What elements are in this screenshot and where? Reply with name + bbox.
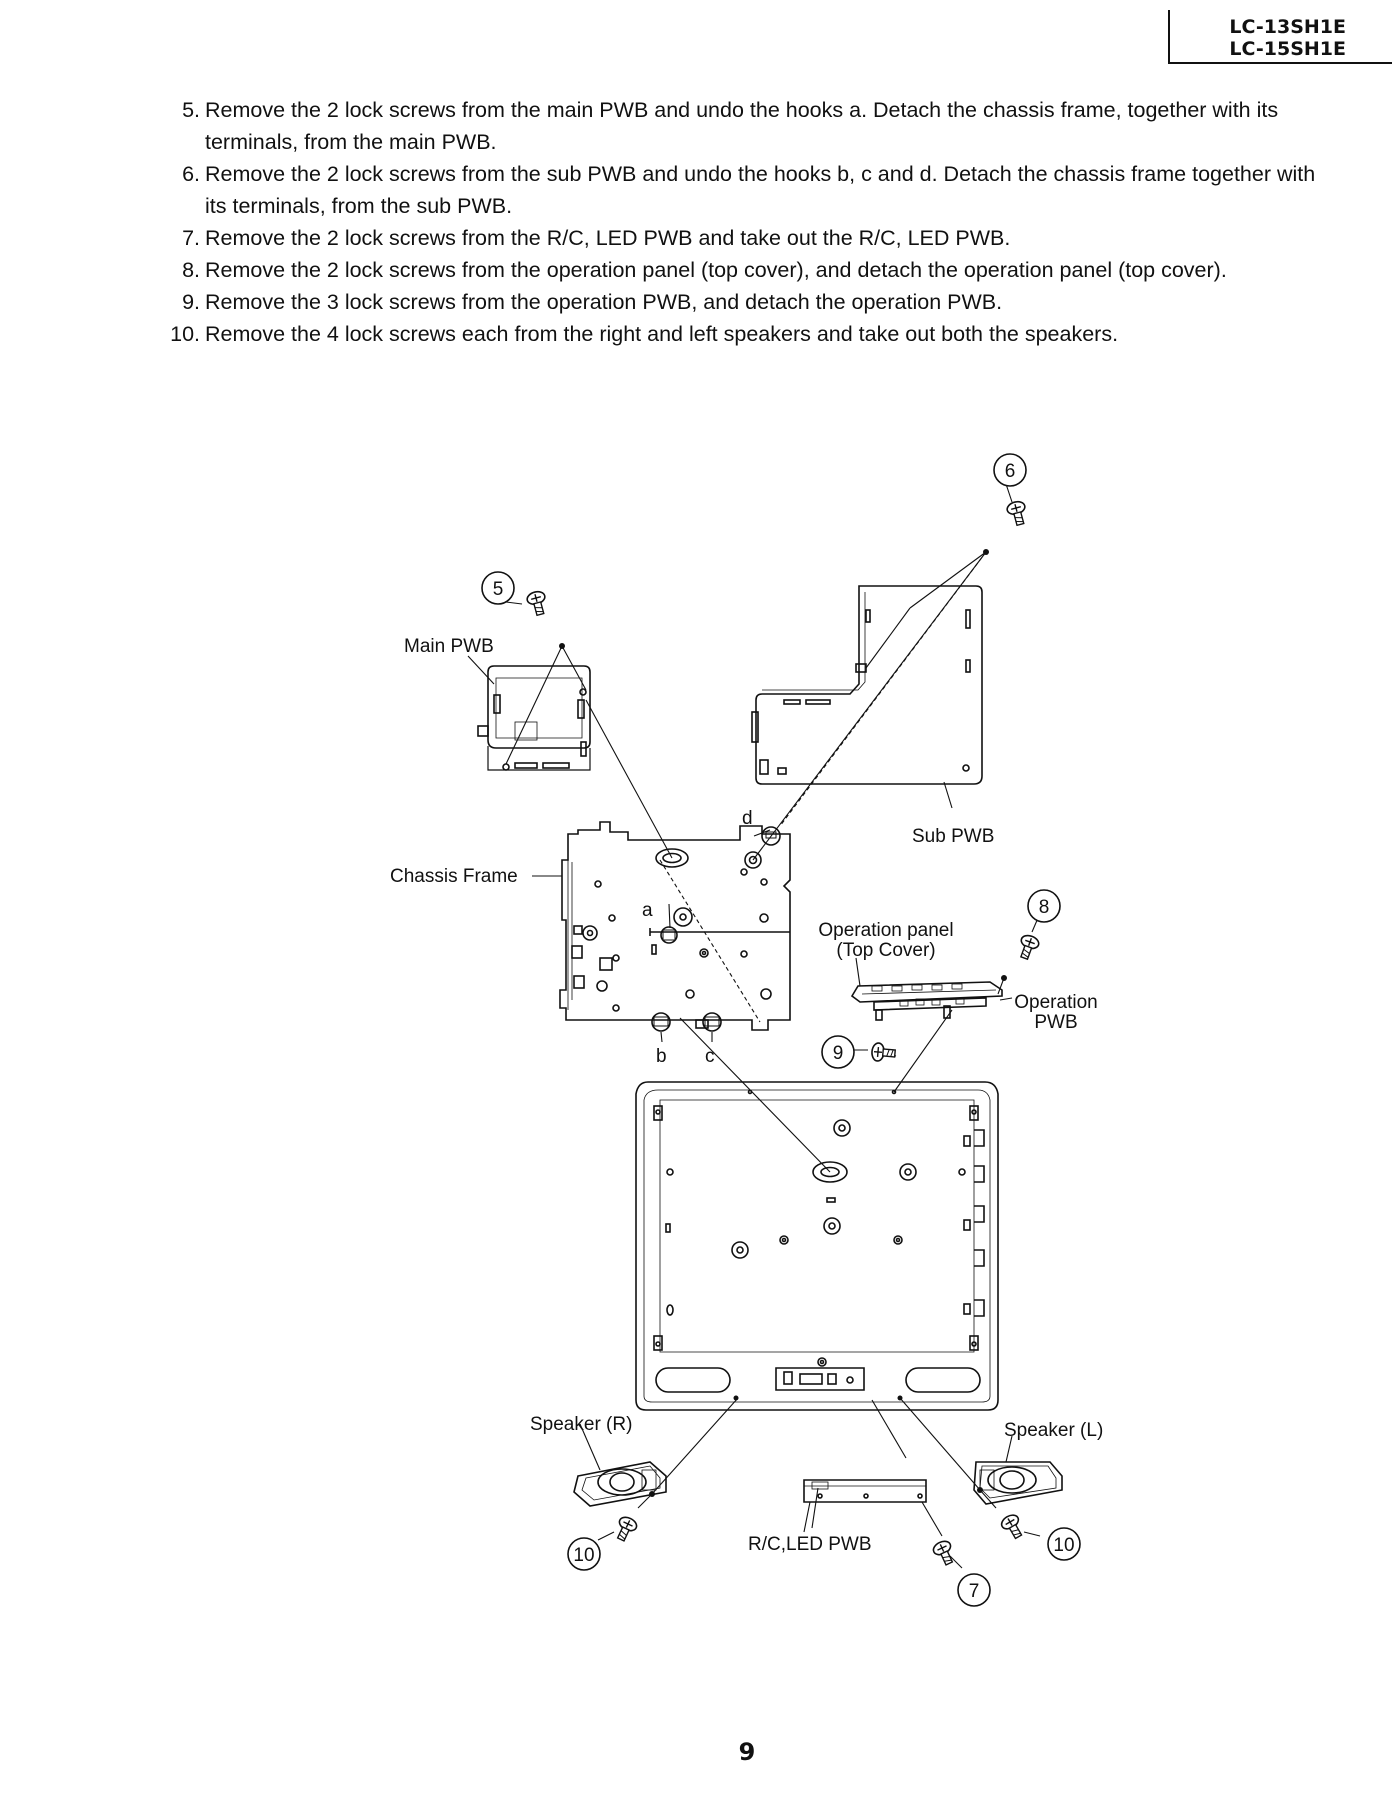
sub-pwb-part [751,585,983,785]
label-hook-c: c [705,1046,715,1067]
step-text: Remove the 3 lock screws from the operat… [205,290,1003,314]
page-number: 9 [738,1738,756,1766]
screw-icon [998,1511,1028,1543]
instruction-step: 6.Remove the 2 lock screws from the sub … [160,158,1340,222]
screw-icon [930,1537,959,1569]
step-number: 10. [170,322,200,346]
label-operation-pwb-2: PWB [1034,1012,1077,1033]
screw-icon [870,1041,897,1064]
callout-7: 7 [969,1581,980,1602]
model-number-2: LC-15SH1E [1229,38,1346,60]
speaker-r-part [573,1461,667,1507]
leader-lines [467,483,1041,1569]
step-text: Remove the 2 lock screws from the R/C, L… [205,226,1011,250]
step-number: 9. [182,290,200,314]
label-hook-d: d [742,808,753,829]
step-text: Remove the 2 lock screws from the main P… [205,98,1279,154]
screw-icon [611,1513,640,1545]
screw-icon [524,589,550,618]
instruction-step: 9.Remove the 3 lock screws from the oper… [160,286,1340,318]
tv-cabinet-part [635,1081,999,1411]
chassis-frame-part [559,821,791,1032]
label-operation-pwb-1: Operation [1014,992,1097,1013]
step-number: 7. [182,226,200,250]
callout-10-left: 10 [573,1545,594,1566]
callout-8: 8 [1039,897,1050,918]
step-text: Remove the 2 lock screws from the operat… [205,258,1227,282]
screw-icon [1014,932,1042,962]
callout-9: 9 [833,1043,844,1064]
model-number-box: LC-13SH1E LC-15SH1E [1168,10,1392,64]
label-speaker-r: Speaker (R) [530,1414,632,1435]
label-rc-led-pwb: R/C,LED PWB [748,1534,872,1555]
label-hook-a: a [642,900,653,921]
operation-panel-part [850,981,1003,1021]
label-speaker-l: Speaker (L) [1004,1420,1103,1441]
label-hook-b: b [656,1046,667,1067]
main-pwb-part [477,665,591,771]
label-operation-panel: Operation panel [818,920,953,941]
label-top-cover: (Top Cover) [836,940,935,961]
rc-led-pwb-part [803,1479,927,1503]
step-text: Remove the 4 lock screws each from the r… [205,322,1119,346]
instruction-step: 10.Remove the 4 lock screws each from th… [160,318,1340,350]
instruction-step: 5.Remove the 2 lock screws from the main… [160,94,1340,158]
instruction-step: 8.Remove the 2 lock screws from the oper… [160,254,1340,286]
label-sub-pwb: Sub PWB [912,826,994,847]
step-number: 5. [182,98,200,122]
step-text: Remove the 2 lock screws from the sub PW… [205,162,1316,218]
callout-circles [481,453,1081,1607]
callout-5: 5 [493,579,504,600]
model-number-1: LC-13SH1E [1229,16,1346,38]
label-chassis-frame: Chassis Frame [390,866,518,887]
instruction-list: 5.Remove the 2 lock screws from the main… [160,94,1340,350]
callout-6: 6 [1005,461,1016,482]
callout-10-right: 10 [1053,1535,1074,1556]
instruction-step: 7.Remove the 2 lock screws from the R/C,… [160,222,1340,254]
label-main-pwb: Main PWB [404,636,494,657]
step-number: 8. [182,258,200,282]
step-number: 6. [182,162,200,186]
screw-icon [1004,499,1030,528]
leader-dots [559,549,1007,1497]
